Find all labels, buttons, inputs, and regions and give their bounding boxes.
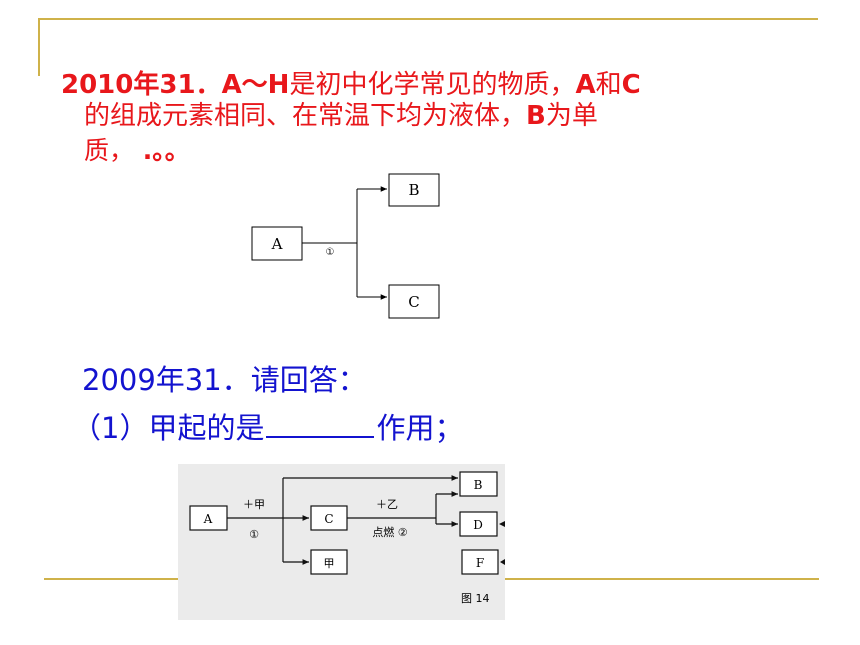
problem2-line2: （1）甲起的是 作用； bbox=[72, 410, 463, 446]
problem1-number: 31． bbox=[159, 70, 222, 100]
problem1-line2: 的组成元素相同、在常温下均为液体，B为单 bbox=[84, 101, 598, 132]
diagram1-label-c: C bbox=[408, 293, 419, 311]
figure14-caption: 图 14 bbox=[461, 592, 490, 605]
figure14-label-jia: 甲 bbox=[324, 557, 335, 570]
figure14-box-b bbox=[459, 471, 498, 497]
figure14-label-add-yi: ＋乙 bbox=[376, 498, 398, 511]
diagram1-label-b: B bbox=[408, 181, 419, 199]
diagram1-label-a: A bbox=[271, 235, 283, 253]
problem2-line1: 2009年31．请回答： bbox=[82, 363, 367, 397]
slide-top-rule bbox=[38, 18, 818, 20]
figure14-label-c: C bbox=[324, 512, 333, 526]
diagram1-step-label: ① bbox=[326, 247, 335, 258]
figure14-box-d bbox=[459, 511, 498, 537]
problem1-text: 和 bbox=[595, 70, 622, 100]
reaction-figure-14: A ＋甲 ① C 甲 ＋乙 点燃 ② B D F 图 14 bbox=[178, 464, 505, 620]
diagram1-box-c bbox=[388, 284, 440, 319]
diagram1-box-b bbox=[388, 173, 440, 207]
figure14-partial-arrow-d bbox=[499, 521, 505, 527]
reaction-diagram-1: A ① B C bbox=[251, 173, 440, 319]
figure14-label-step1: ① bbox=[249, 528, 259, 541]
slide-left-bar bbox=[38, 18, 40, 76]
problem1-symbol-b: B bbox=[526, 101, 546, 131]
figure14-label-ignite: 点燃 ② bbox=[372, 525, 407, 539]
problem1-ellipsis: .。。 bbox=[134, 136, 190, 165]
figure14-label-d: D bbox=[473, 518, 483, 532]
figure14-box-a bbox=[189, 505, 228, 531]
figure14-box-jia bbox=[310, 549, 348, 575]
problem1-text: 的组成元素相同、在常温下均为液体， bbox=[84, 101, 527, 131]
problem1-line3: 质， .。。 bbox=[84, 135, 190, 166]
problem1-symbol-a: A bbox=[575, 70, 596, 100]
problem1-year: 2010年 bbox=[61, 70, 160, 100]
diagram1-box-a bbox=[251, 226, 303, 261]
figure14-label-b: B bbox=[474, 478, 483, 492]
problem1-text: 质， bbox=[84, 136, 135, 165]
problem2-question-text: 作用； bbox=[376, 411, 464, 445]
answer-blank[interactable] bbox=[266, 410, 375, 438]
figure14-label-f: F bbox=[476, 556, 484, 570]
figure14-box-f bbox=[461, 549, 499, 575]
problem1-symbol-c: C bbox=[621, 70, 641, 100]
figure14-label-add-jia: ＋甲 bbox=[243, 498, 265, 511]
problem1-line1: 2010年31．A～H是初中化学常见的物质，A和C bbox=[61, 70, 641, 101]
problem1-range: A～H bbox=[221, 70, 290, 100]
figure14-partial-arrow-f bbox=[500, 559, 505, 565]
problem2-question-text: （1）甲起的是 bbox=[72, 411, 265, 445]
problem1-text: 是初中化学常见的物质， bbox=[289, 70, 576, 100]
problem1-text: 为单 bbox=[545, 101, 598, 131]
figure14-label-a: A bbox=[203, 512, 213, 526]
